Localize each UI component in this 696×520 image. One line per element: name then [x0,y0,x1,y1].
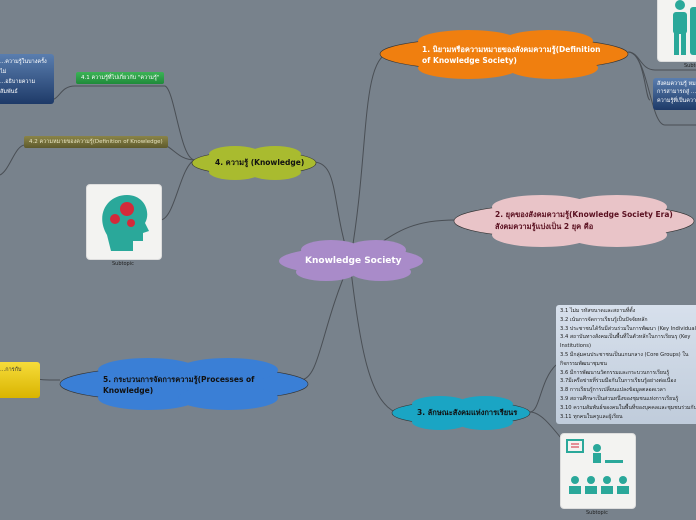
list-item: 3.10 ความสัมพันธ์ของคนในพื้นที่ของบุคคลแ… [560,404,696,411]
note-line: ความรู้ที่เป็นความ... [657,97,696,104]
list-item: 3.9 สถานศึกษาเป็นส่วนหนึ่งของชุมชนแห่งกา… [560,395,679,402]
topic3-details-list[interactable]: 3.1 ไม่ม รหัสขนาดและสถานที่ตั้ง 3.2 เน้น… [556,305,696,425]
people-icon [673,0,696,55]
note-line: การสามารถสู่ ... [657,89,696,96]
topic-2[interactable]: 2. ยุคของสังคมความรู้(Knowledge Society … [452,193,696,249]
note-line: สังคมความรู้ หม... [657,81,696,87]
topic5-note-box[interactable]: ...การกับ [0,362,40,398]
topic-3[interactable]: 3. ลักษณะสังคมแห่งการเรียนร [390,394,532,432]
people-image-card[interactable] [657,0,696,62]
note-line: ...อธิบายความสัมพันธ์ [0,78,36,95]
teacher-class-icon [566,439,629,494]
subtopic-caption: Subtopic [684,63,696,69]
teacher-image-card[interactable] [560,433,636,509]
list-item: 3.8 การเรียนรู้การเปลี่ยนแปลงข้อมูลตลอดเ… [560,387,666,394]
topic-4[interactable]: 4. ความรู้ (Knowledge) [190,144,318,182]
subtopic-image-card[interactable] [86,184,162,260]
list-item: 3.4 สถาบันทางสังคมเป็นพื้นที่ในตัวหลักใน… [560,334,691,350]
note-line: ...ความรู้ในบางครั้งไม่ [0,59,47,75]
subtopic-4-1[interactable]: 4.1 ความรู้ที่ไปเกี่ยวกับ "ความรู้" [76,72,165,84]
list-item: 3.2 เน้นการจัดการเรียนรู้เป็นปัจจัยหลัก [560,316,648,323]
topic-1[interactable]: 1. นิยามหรือความหมายของสังคมความรู้(Defi… [378,28,630,80]
central-topic-label: Knowledge Society [305,256,402,266]
left-note-box[interactable]: ...ความรู้ในบางครั้งไม่ ...อธิบายความสัมพ… [0,54,54,104]
list-item: 3.7มีเครือข่ายที่ร่วมมือกันในการเรียนรู้… [560,378,676,385]
topic1-note-box[interactable]: สังคมความรู้ หม... การสามารถสู่ ...ความรู… [653,78,696,110]
list-item: 3.5 มีกลุ่มคนประชาชนเป็นแกนกลาง (Core Gr… [560,351,689,367]
list-item: 3.3 ประชาชนได้รับมีส่วนร่วมในการพัฒนา (K… [560,325,696,332]
list-item: 3.11 ทุกคนในครูและผู้เรียน [560,413,623,420]
subtopic-caption: Subtopic [586,510,608,516]
central-topic[interactable]: Knowledge Society [276,238,426,284]
subtopic-caption: Subtopic [112,261,134,267]
topic-5[interactable]: 5. กระบวนการจัดการความรู้(Processes of K… [58,356,310,412]
list-item: 3.1 ไม่ม รหัสขนาดและสถานที่ตั้ง [560,308,636,314]
head-gears-icon [102,195,149,251]
list-item: 3.6 มีการพัฒนานวัตกรรมและกระบวนการเรียนร… [560,369,670,376]
subtopic-4-2[interactable]: 4.2 ความหมายของความรู้(Definition of Kno… [24,136,168,148]
